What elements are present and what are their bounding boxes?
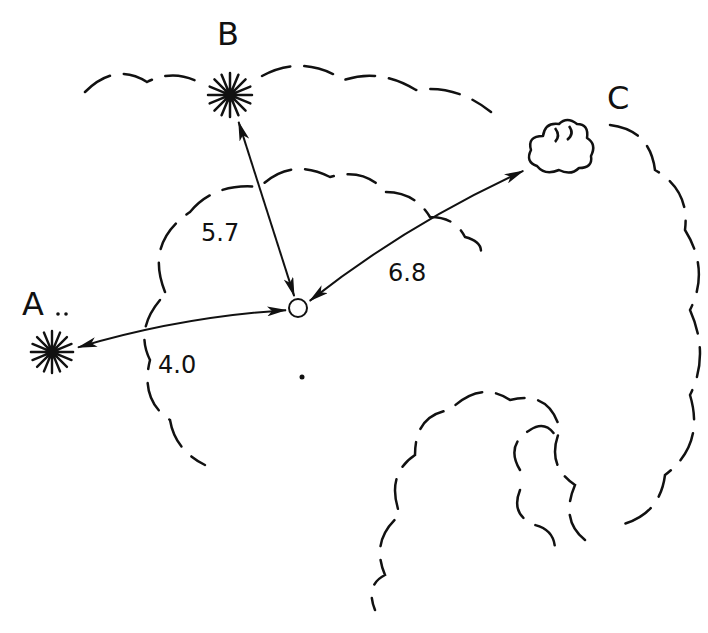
point-circle <box>288 298 308 318</box>
star-node: A <box>28 328 76 376</box>
distance-arrow <box>310 171 524 301</box>
point-letter: A <box>22 288 44 320</box>
upper-cloud-edge <box>85 66 491 112</box>
cloud-symbol <box>525 118 597 178</box>
dot <box>56 312 60 316</box>
distance-label: 5.7 <box>198 220 242 246</box>
dot <box>64 312 68 316</box>
star-node: B <box>205 70 255 120</box>
distance-label: 4.0 <box>155 352 199 378</box>
distance-label: 6.8 <box>385 260 429 286</box>
point-letter: B <box>217 18 239 50</box>
point-letter: C <box>607 82 629 114</box>
dot <box>300 375 305 380</box>
distance-arrow <box>239 122 295 296</box>
right-cloud-edge <box>372 125 700 610</box>
inner-cloud-edge <box>159 169 481 292</box>
star-symbol <box>28 328 76 376</box>
lower-cloud-fold <box>514 426 555 550</box>
star-symbol <box>205 70 255 120</box>
distance-arrow <box>78 310 286 347</box>
cloud-node: C <box>525 118 597 178</box>
